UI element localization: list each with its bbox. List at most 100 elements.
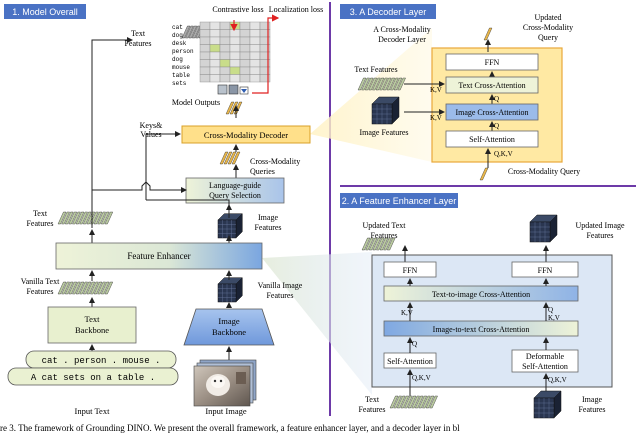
token <box>483 27 493 41</box>
query-token-stack <box>219 151 241 165</box>
token <box>382 77 392 91</box>
token <box>75 211 85 225</box>
decoder-image-features-label: Image Features <box>359 128 408 137</box>
localization-loss-label: Localization loss <box>269 5 323 14</box>
token <box>393 395 402 409</box>
token <box>100 211 110 225</box>
token <box>396 395 406 409</box>
enhancer-beam <box>262 252 372 395</box>
grid-cell <box>219 66 231 75</box>
token <box>418 395 428 409</box>
t2i-cross-attention-block <box>383 285 579 302</box>
decoder-beam <box>310 28 432 162</box>
enh-q-label-2: Q <box>412 340 417 348</box>
grid-cell <box>249 66 261 75</box>
grid-cell <box>229 66 241 75</box>
token <box>79 281 88 295</box>
grid-cell <box>219 51 231 60</box>
decoder-qkv-label: Q,K,V <box>494 150 513 158</box>
grid-cell <box>219 21 231 30</box>
grid-cell <box>239 66 251 75</box>
grid-cell <box>239 74 251 83</box>
grid-cell <box>199 21 211 30</box>
token <box>219 151 229 165</box>
enh-kv-label-2: K,V <box>548 314 560 322</box>
token <box>368 237 378 251</box>
decoder-cm-query-label: Cross-Modality Query <box>508 167 580 176</box>
grid-cell <box>249 21 261 30</box>
grid-cell <box>209 51 221 60</box>
decoder-query-token <box>479 167 489 181</box>
text-token-stack-mid <box>57 211 114 225</box>
token <box>365 237 374 251</box>
vanilla-image-feature-cube <box>217 277 243 303</box>
grid-cell <box>229 59 241 68</box>
grid-word: dog <box>172 56 183 63</box>
token <box>372 77 381 91</box>
token <box>425 395 435 409</box>
vanilla-text-token-stack <box>57 281 114 295</box>
enh-qkv-label-2: Q,K,V <box>548 376 567 384</box>
input-image-stack <box>193 359 257 407</box>
i2t-cross-attention-block <box>383 320 579 337</box>
grid-cell <box>249 51 261 60</box>
token <box>223 151 233 165</box>
token <box>379 237 389 251</box>
updated-query-token <box>483 27 493 41</box>
grid-word: table <box>172 72 190 79</box>
prompt-box-2 <box>7 367 179 386</box>
grid-cell <box>219 59 231 68</box>
token <box>61 211 70 225</box>
arrow-text-to-lgqs <box>92 181 187 193</box>
token <box>97 211 106 225</box>
token <box>64 281 74 295</box>
token <box>400 395 410 409</box>
decoder-text-features-label: Text Features <box>354 65 397 74</box>
grid-cell <box>249 74 261 83</box>
text-cross-attention-block <box>445 76 539 94</box>
token <box>68 211 78 225</box>
token <box>375 77 385 91</box>
decoder-self-attention-block <box>445 130 539 148</box>
decoder-ffn-label: FFN <box>485 58 500 67</box>
grid-cell <box>249 29 261 38</box>
header-enhancer: 2. A Feature Enhancer Layer <box>340 193 458 208</box>
grid-cell <box>199 29 211 38</box>
token <box>100 281 110 295</box>
arrow-text-to-top <box>91 37 133 228</box>
image-cross-attention-label: Image Cross-Attention <box>455 108 528 117</box>
grid-cell <box>209 29 221 38</box>
grid-cell <box>219 74 231 83</box>
enh-ffn-text-label: FFN <box>403 266 418 275</box>
decoder-self-attention-label: Self-Attention <box>469 135 515 144</box>
token <box>429 395 438 409</box>
token <box>82 211 92 225</box>
enh-qkv-label-1: Q,K,V <box>412 374 431 382</box>
enh-ffn-text-block <box>383 261 437 278</box>
token <box>386 77 396 91</box>
model-outputs-label: Model Outputs <box>172 98 220 107</box>
token <box>93 211 103 225</box>
token <box>386 237 396 251</box>
header-enhancer-label: 2. A Feature Enhancer Layer <box>342 196 457 206</box>
grid-cell <box>229 74 241 83</box>
token <box>225 101 235 115</box>
grid-word: sets <box>172 80 187 87</box>
token <box>57 281 67 295</box>
token <box>104 281 114 295</box>
grid-cell <box>229 51 241 60</box>
image-backbone-block <box>183 308 275 346</box>
grid-cell <box>199 59 211 68</box>
i2t-cross-attention-label: Image-to-text Cross-Attention <box>433 325 530 334</box>
grid-cell <box>239 59 251 68</box>
